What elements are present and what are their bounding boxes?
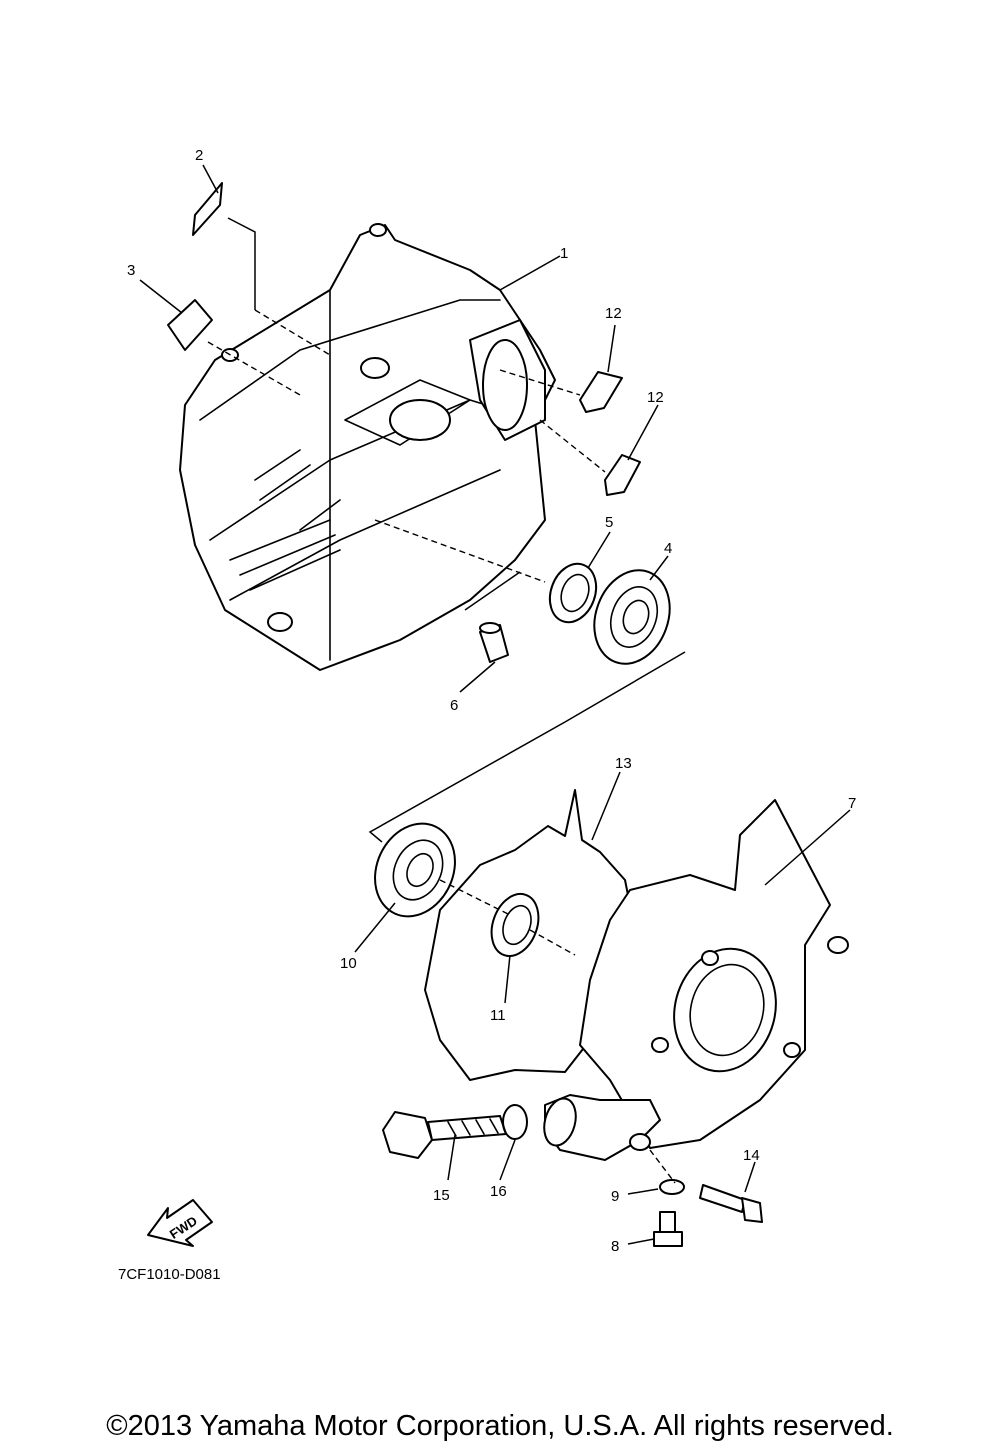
callout-12-upper: 12 xyxy=(605,305,622,322)
callout-13: 13 xyxy=(615,755,632,772)
dipstick-part-15 xyxy=(382,1111,507,1159)
callout-10: 10 xyxy=(340,955,357,972)
plug-part-12-upper xyxy=(579,371,623,413)
callout-1: 1 xyxy=(560,245,568,262)
o-ring-part-16 xyxy=(502,1104,528,1140)
callout-labels: 2 3 1 12 12 5 4 6 13 7 10 11 15 16 14 9 … xyxy=(127,147,856,1255)
oil-seal-part-5 xyxy=(548,562,598,624)
assembly-guide-lines xyxy=(207,309,686,1184)
callout-11: 11 xyxy=(490,1007,506,1024)
callout-2: 2 xyxy=(195,147,203,164)
callout-16: 16 xyxy=(490,1183,507,1200)
callout-6: 6 xyxy=(450,697,458,714)
callout-7: 7 xyxy=(848,795,856,812)
callout-9: 9 xyxy=(611,1188,619,1205)
forward-direction-arrow: FWD xyxy=(147,1199,213,1247)
callout-15: 15 xyxy=(433,1187,450,1204)
crankcase xyxy=(179,223,556,671)
drain-bolt-part-8 xyxy=(653,1211,683,1247)
dowel-pin-part-6 xyxy=(479,622,509,663)
diagram-code: 7CF1010-D081 xyxy=(118,1266,221,1283)
bearing-part-4 xyxy=(593,569,671,665)
label-part-2 xyxy=(192,182,223,236)
callout-14: 14 xyxy=(743,1147,760,1164)
callout-5: 5 xyxy=(605,514,613,531)
copyright-notice: ©2013 Yamaha Motor Corporation, U.S.A. A… xyxy=(106,1410,894,1442)
callout-8: 8 xyxy=(611,1238,619,1255)
crankcase-cover-part-7 xyxy=(543,799,849,1161)
bolt-part-14 xyxy=(699,1184,763,1223)
bearing-part-10 xyxy=(374,822,456,918)
callout-3: 3 xyxy=(127,262,135,279)
label-part-3 xyxy=(167,299,213,351)
leader-lines xyxy=(139,164,851,1245)
callout-4: 4 xyxy=(664,540,672,557)
plug-part-12-lower xyxy=(604,454,641,496)
oil-seal-part-11 xyxy=(490,893,540,957)
washer-part-9 xyxy=(659,1179,685,1195)
callout-12-lower: 12 xyxy=(647,389,664,406)
